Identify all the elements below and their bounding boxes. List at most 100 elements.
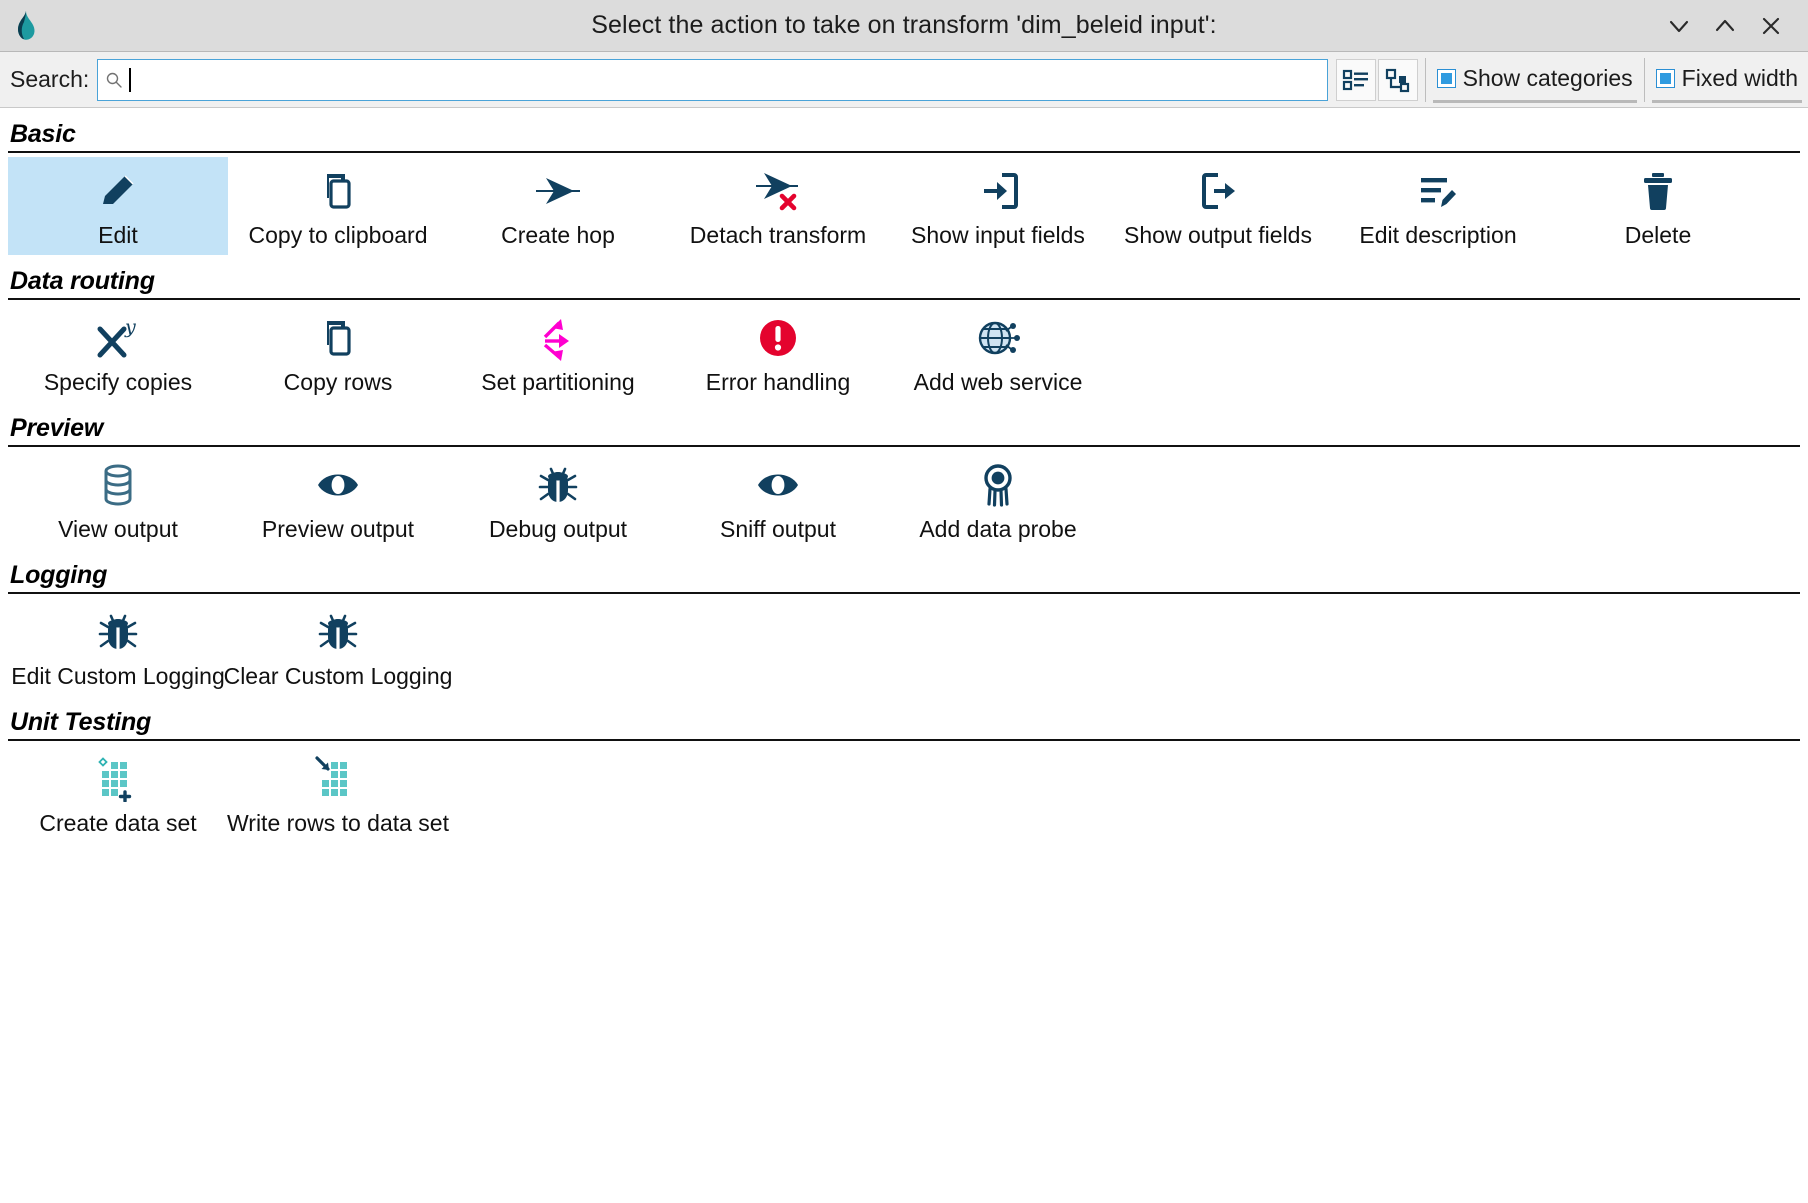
action-item-sniff-output[interactable]: Sniff output xyxy=(668,451,888,549)
action-item-write-rows-to-data-set[interactable]: Write rows to data set xyxy=(227,745,449,843)
action-item-label: Specify copies xyxy=(43,369,193,395)
copy-icon xyxy=(315,312,361,364)
action-item-label: Delete xyxy=(1624,222,1692,248)
maximize-button[interactable] xyxy=(1702,5,1748,47)
x-power-y-icon: y xyxy=(92,312,144,364)
action-item-label: Add web service xyxy=(913,369,1083,395)
trash-icon xyxy=(1638,165,1678,217)
bug-icon xyxy=(538,459,578,511)
pencil-icon xyxy=(95,165,141,217)
svg-text:y: y xyxy=(124,316,136,338)
action-item-label: Debug output xyxy=(488,516,628,542)
error-circle-icon xyxy=(756,312,800,364)
arrow-hop-icon xyxy=(532,165,584,217)
action-item-add-web-service[interactable]: Add web service xyxy=(888,304,1108,402)
category-title: Preview xyxy=(10,414,104,442)
magnifier-icon xyxy=(104,70,124,90)
action-item-detach-transform[interactable]: Detach transform xyxy=(668,157,888,255)
view-mode-buttons xyxy=(1335,58,1418,101)
action-item-label: Create hop xyxy=(501,222,615,248)
eye-icon xyxy=(754,459,802,511)
tree-view-button[interactable] xyxy=(1377,58,1418,101)
action-item-view-output[interactable]: View output xyxy=(8,451,228,549)
checkbox-indicator xyxy=(1436,68,1456,88)
category-title: Basic xyxy=(10,120,76,148)
search-box[interactable] xyxy=(97,58,1328,101)
action-item-create-hop[interactable]: Create hop xyxy=(448,157,668,255)
action-item-label: Show output fields xyxy=(1124,222,1312,248)
toolbar: Search: xyxy=(0,52,1808,108)
action-item-label: Create data set xyxy=(39,810,197,836)
partitioning-arrows-icon xyxy=(535,312,581,364)
action-item-error-handling[interactable]: Error handling xyxy=(668,304,888,402)
action-item-label: Error handling xyxy=(705,369,851,395)
action-item-label: Copy to clipboard xyxy=(248,222,428,248)
category-grid: Edit Copy to clipboard Create hop Detach tr… xyxy=(8,157,1800,255)
action-item-edit-description[interactable]: Edit description xyxy=(1328,157,1548,255)
fixed-width-label: Fixed width xyxy=(1681,64,1798,91)
show-categories-label: Show categories xyxy=(1462,64,1633,91)
action-item-edit[interactable]: Edit xyxy=(8,157,228,255)
action-item-copy-to-clipboard[interactable]: Copy to clipboard xyxy=(228,157,448,255)
action-item-show-input-fields[interactable]: Show input fields xyxy=(888,157,1108,255)
globe-icon xyxy=(973,312,1023,364)
action-item-label: Preview output xyxy=(261,516,415,542)
action-item-show-output-fields[interactable]: Show output fields xyxy=(1108,157,1328,255)
bug-icon xyxy=(318,606,358,658)
list-view-button[interactable] xyxy=(1335,58,1376,101)
hop-app-logo-icon xyxy=(0,0,52,52)
title-bar: Select the action to take on transform '… xyxy=(0,0,1808,52)
category-grid: Create data set Write rows to data set xyxy=(8,745,1800,843)
category-title: Unit Testing xyxy=(10,708,152,736)
category-title: Logging xyxy=(10,561,108,589)
database-icon xyxy=(97,459,139,511)
window-title: Select the action to take on transform '… xyxy=(591,11,1217,39)
search-input[interactable] xyxy=(131,60,1321,99)
action-item-copy-rows[interactable]: Copy rows xyxy=(228,304,448,402)
action-item-clear-custom-logging[interactable]: Clear Custom Logging xyxy=(224,598,452,696)
action-item-create-data-set[interactable]: Create data set xyxy=(8,745,228,843)
toolbar-separator-1 xyxy=(1424,57,1426,102)
action-item-label: Show input fields xyxy=(911,222,1085,248)
text-caret xyxy=(129,67,132,92)
search-label: Search: xyxy=(10,66,90,92)
action-item-debug-output[interactable]: Debug output xyxy=(448,451,668,549)
show-categories-checkbox[interactable]: Show categories xyxy=(1432,57,1637,103)
action-item-edit-custom-logging[interactable]: Edit Custom Logging xyxy=(8,598,228,696)
category-divider xyxy=(8,739,1800,741)
action-item-label: Sniff output xyxy=(720,516,836,542)
lines-pencil-icon xyxy=(1415,165,1461,217)
category-divider xyxy=(8,445,1800,447)
action-item-label: Detach transform xyxy=(689,222,867,248)
copy-icon xyxy=(315,165,361,217)
window-controls xyxy=(1656,5,1808,47)
fixed-width-checkbox[interactable]: Fixed width xyxy=(1651,57,1802,103)
action-item-label: Edit Custom Logging xyxy=(11,663,225,689)
category-title: Data routing xyxy=(10,267,155,295)
action-item-preview-output[interactable]: Preview output xyxy=(228,451,448,549)
category-divider xyxy=(8,298,1800,300)
category-divider xyxy=(8,592,1800,594)
action-item-delete[interactable]: Delete xyxy=(1548,157,1768,255)
action-item-label: Copy rows xyxy=(283,369,393,395)
action-item-add-data-probe[interactable]: Add data probe xyxy=(888,451,1108,549)
action-item-set-partitioning[interactable]: Set partitioning xyxy=(448,304,668,402)
action-item-label: Write rows to data set xyxy=(227,810,449,836)
minimize-button[interactable] xyxy=(1656,5,1702,47)
create-data-set-icon xyxy=(95,753,141,805)
eye-icon xyxy=(314,459,362,511)
close-button[interactable] xyxy=(1748,5,1794,47)
arrow-into-box-icon xyxy=(976,165,1020,217)
action-item-label: Edit xyxy=(98,222,138,248)
